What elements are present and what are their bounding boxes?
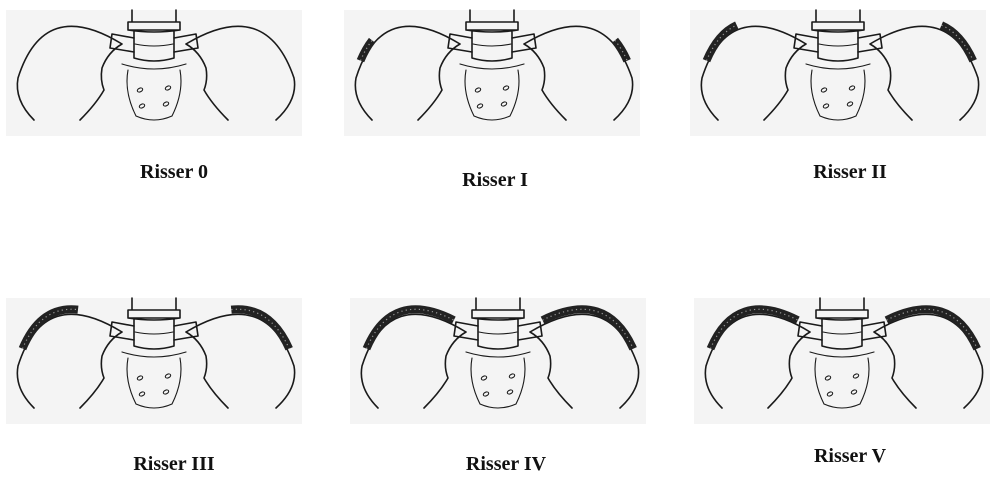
risser-stage-0 bbox=[4, 8, 304, 138]
pelvis-illustration bbox=[348, 296, 648, 426]
pelvis-illustration bbox=[4, 296, 304, 426]
stage-caption: Risser II bbox=[700, 160, 992, 184]
stage-caption: Risser I bbox=[345, 168, 645, 192]
pelvis-illustration bbox=[342, 8, 642, 138]
stage-caption: Risser 0 bbox=[24, 160, 324, 184]
risser-stage-4 bbox=[348, 296, 648, 426]
pelvis-illustration bbox=[4, 8, 304, 138]
pelvis-illustration bbox=[688, 8, 988, 138]
stage-caption: Risser IV bbox=[356, 452, 656, 476]
pelvis-illustration bbox=[692, 296, 992, 426]
stage-caption: Risser V bbox=[700, 444, 992, 468]
panel-background bbox=[344, 10, 640, 136]
risser-stage-1 bbox=[342, 8, 642, 138]
panel-background bbox=[6, 10, 302, 136]
risser-stage-5 bbox=[692, 296, 992, 426]
risser-stage-3 bbox=[4, 296, 304, 426]
stage-caption: Risser III bbox=[24, 452, 324, 476]
risser-stage-2 bbox=[688, 8, 988, 138]
